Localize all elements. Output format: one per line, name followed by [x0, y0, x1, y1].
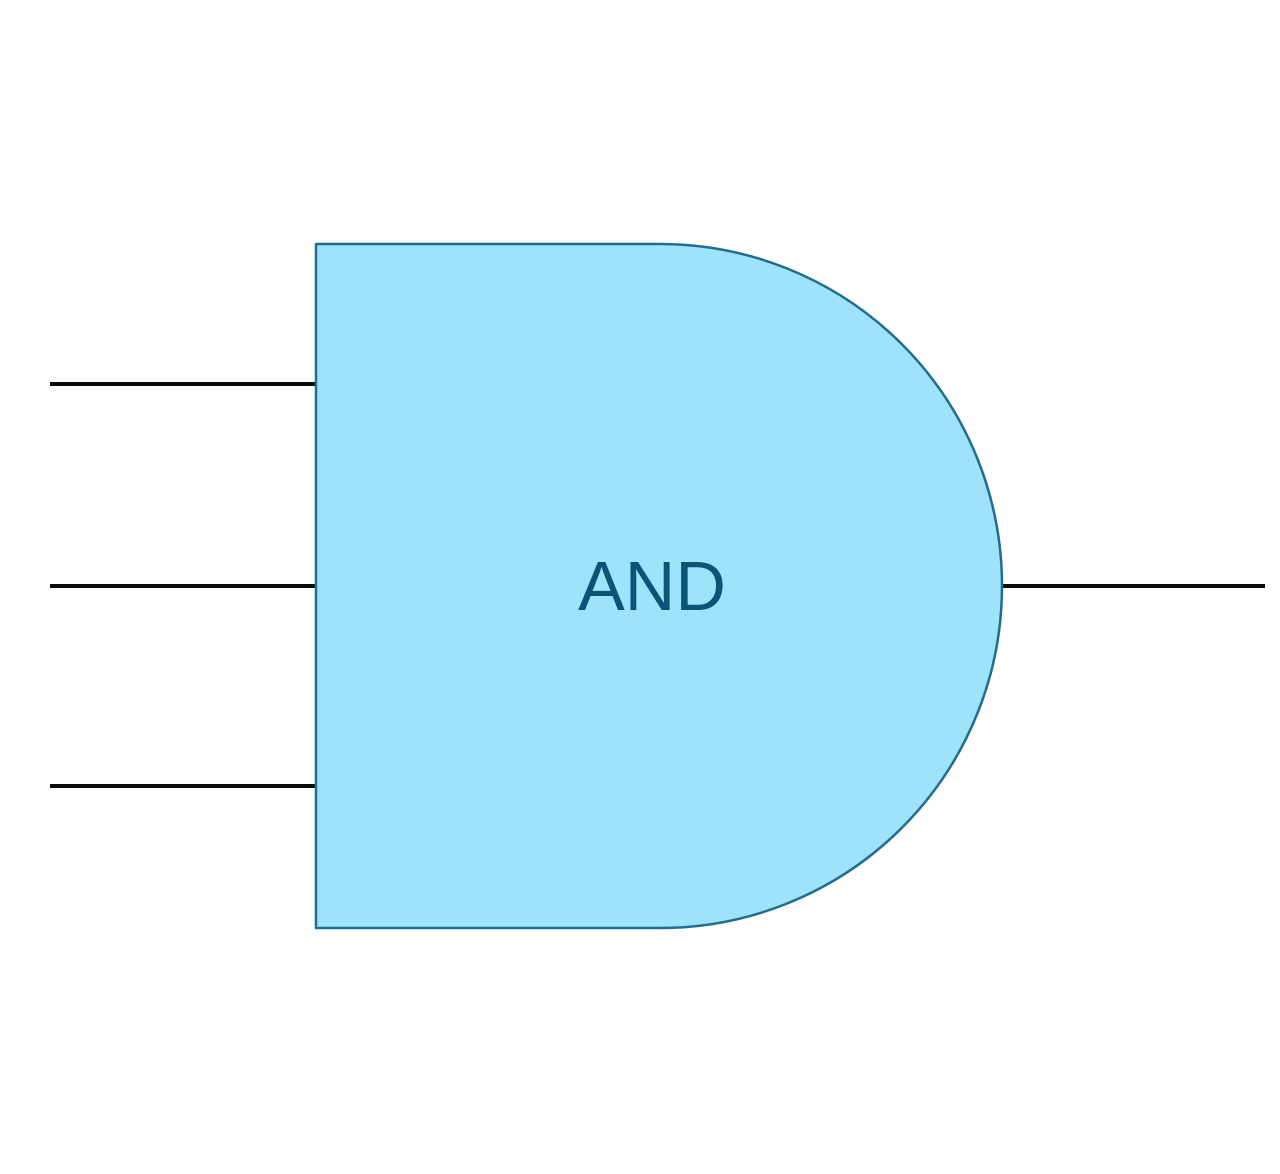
gate-label: AND [578, 547, 726, 625]
and-gate-body [314, 242, 1004, 930]
